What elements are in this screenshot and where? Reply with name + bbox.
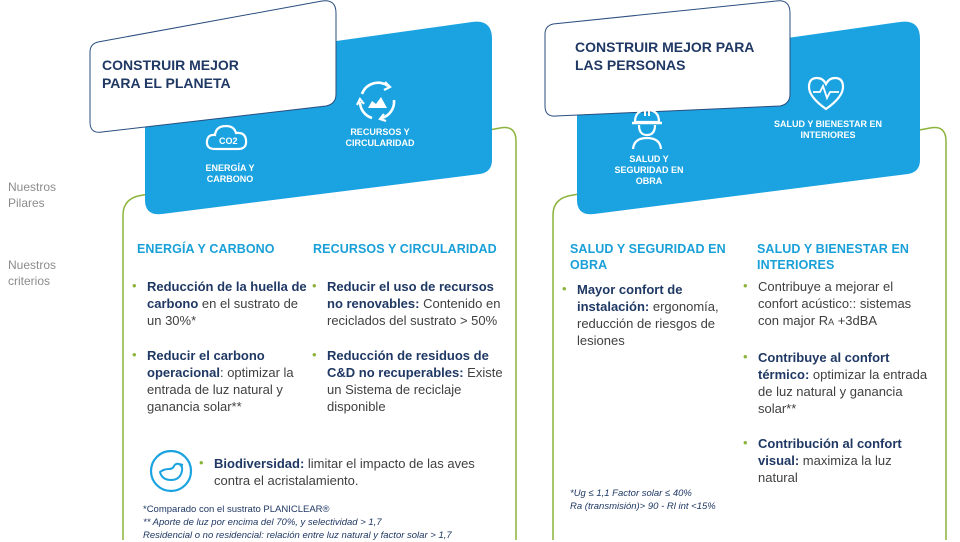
item-bold: Reducción de residuos de C&D no recupera… (327, 348, 489, 380)
left-col2-heading: RECURSOS Y CIRCULARIDAD (313, 242, 497, 256)
left-pillar-resources: RECURSOS Y CIRCULARIDAD (345, 127, 415, 148)
bio-text: limitar el impacto de las aves contra el… (214, 456, 475, 488)
right-col1-list: • Mayor confort de instalación: ergonomí… (562, 281, 742, 349)
right-title: CONSTRUIR MEJOR PARA LAS PERSONAS (575, 39, 755, 73)
item-text: maximiza la luz natural (758, 453, 892, 485)
item-text: en el sustrato de un 30%* (147, 296, 299, 328)
bird-icon (149, 449, 193, 493)
right-col2-heading: SALUD Y BIENESTAR EN INTERIORES (757, 242, 910, 272)
left-col1-heading: ENERGÍA Y CARBONO (137, 242, 275, 256)
footnote: ** Aporte de luz por encima del 70%, y s… (143, 517, 382, 528)
item-text: ergonomía, reducción de riesgos de lesio… (577, 299, 719, 348)
right-pillar-safety: SALUD Y SEGURIDAD EN OBRA (614, 154, 684, 186)
item-bold: Mayor confort de instalación: (577, 282, 683, 314)
co2-cloud-icon: CO2 (203, 117, 251, 157)
side-label-pillars: Nuestros Pilares (8, 180, 57, 210)
left-col1-list: • Reducción de la huella de carbono en e… (132, 278, 308, 415)
footnote: Ra (transmisión)> 90 - Rl int <15% (570, 501, 716, 512)
worker-helmet-icon (626, 106, 668, 150)
item-text: Existe un Sistema de reciclaje disponibl… (327, 365, 503, 414)
left-footnotes: *Comparado con el sustrato PLANICLEAR® *… (143, 503, 523, 542)
list-item: • Reducción de residuos de C&D no recupe… (312, 347, 503, 414)
item-text: Contribuye a mejorar el confort acústico… (758, 279, 912, 328)
list-item: • Reducir el carbono operacional: optimi… (132, 347, 294, 414)
left-title-card (89, 0, 337, 133)
item-text: : optimizar la entrada de luz natural y … (147, 365, 294, 414)
item-subscript: A (828, 317, 835, 327)
side-label-criteria: Nuestros criterios (8, 258, 57, 288)
footnote: *Comparado con el sustrato PLANICLEAR® (143, 504, 330, 515)
item-bold: Contribuye al confort térmico: (758, 350, 890, 382)
item-bold: Reducir el carbono operacional (147, 348, 265, 380)
heart-pulse-icon (805, 74, 847, 112)
item-text: optimizar la entrada de luz natural y ga… (758, 367, 928, 416)
footnote: *Ug ≤ 1,1 Factor solar ≤ 40% (570, 488, 692, 499)
right-title-card (544, 0, 791, 117)
right-footnotes: *Ug ≤ 1,1 Factor solar ≤ 40% Ra (transmi… (570, 487, 770, 513)
recycle-circle-icon (354, 78, 400, 124)
left-pillar-energy: ENERGÍA Y CARBONO (205, 163, 255, 184)
list-item: • Reducir el uso de recursos no renovabl… (312, 278, 501, 328)
list-item: • Mayor confort de instalación: ergonomí… (562, 281, 719, 348)
item-bold: Reducir el uso de recursos no renovables… (327, 279, 494, 311)
item-bold: Contribución al confort visual: (758, 436, 902, 468)
co2-icon-text: CO2 (219, 136, 238, 146)
list-item: • Contribuye al confort térmico: optimiz… (743, 349, 928, 416)
list-item: • Contribución al confort visual: maximi… (743, 435, 902, 485)
right-pillar-wellbeing: SALUD Y BIENESTAR EN INTERIORES (773, 119, 883, 140)
footnote: Residencial o no residencial: relación e… (143, 530, 452, 541)
right-col1-heading: SALUD Y SEGURIDAD EN OBRA (570, 242, 726, 272)
right-col2-list: • Contribuye a mejorar el confort acústi… (743, 278, 933, 486)
biodiversity-item: • Biodiversidad: limitar el impacto de l… (199, 455, 475, 488)
left-col2-list: • Reducir el uso de recursos no renovabl… (312, 278, 512, 415)
list-item: • Reducción de la huella de carbono en e… (132, 278, 307, 328)
item-bold: Reducción de la huella de carbono (147, 279, 307, 311)
left-title: CONSTRUIR MEJOR PARA EL PLANETA (102, 57, 239, 91)
item-text: Contenido en reciclados del sustrato > 5… (327, 296, 501, 328)
list-item: • Contribuye a mejorar el confort acústi… (743, 278, 912, 328)
item-text-tail: +3dBA (834, 313, 878, 328)
bio-bold: Biodiversidad: (214, 456, 305, 471)
